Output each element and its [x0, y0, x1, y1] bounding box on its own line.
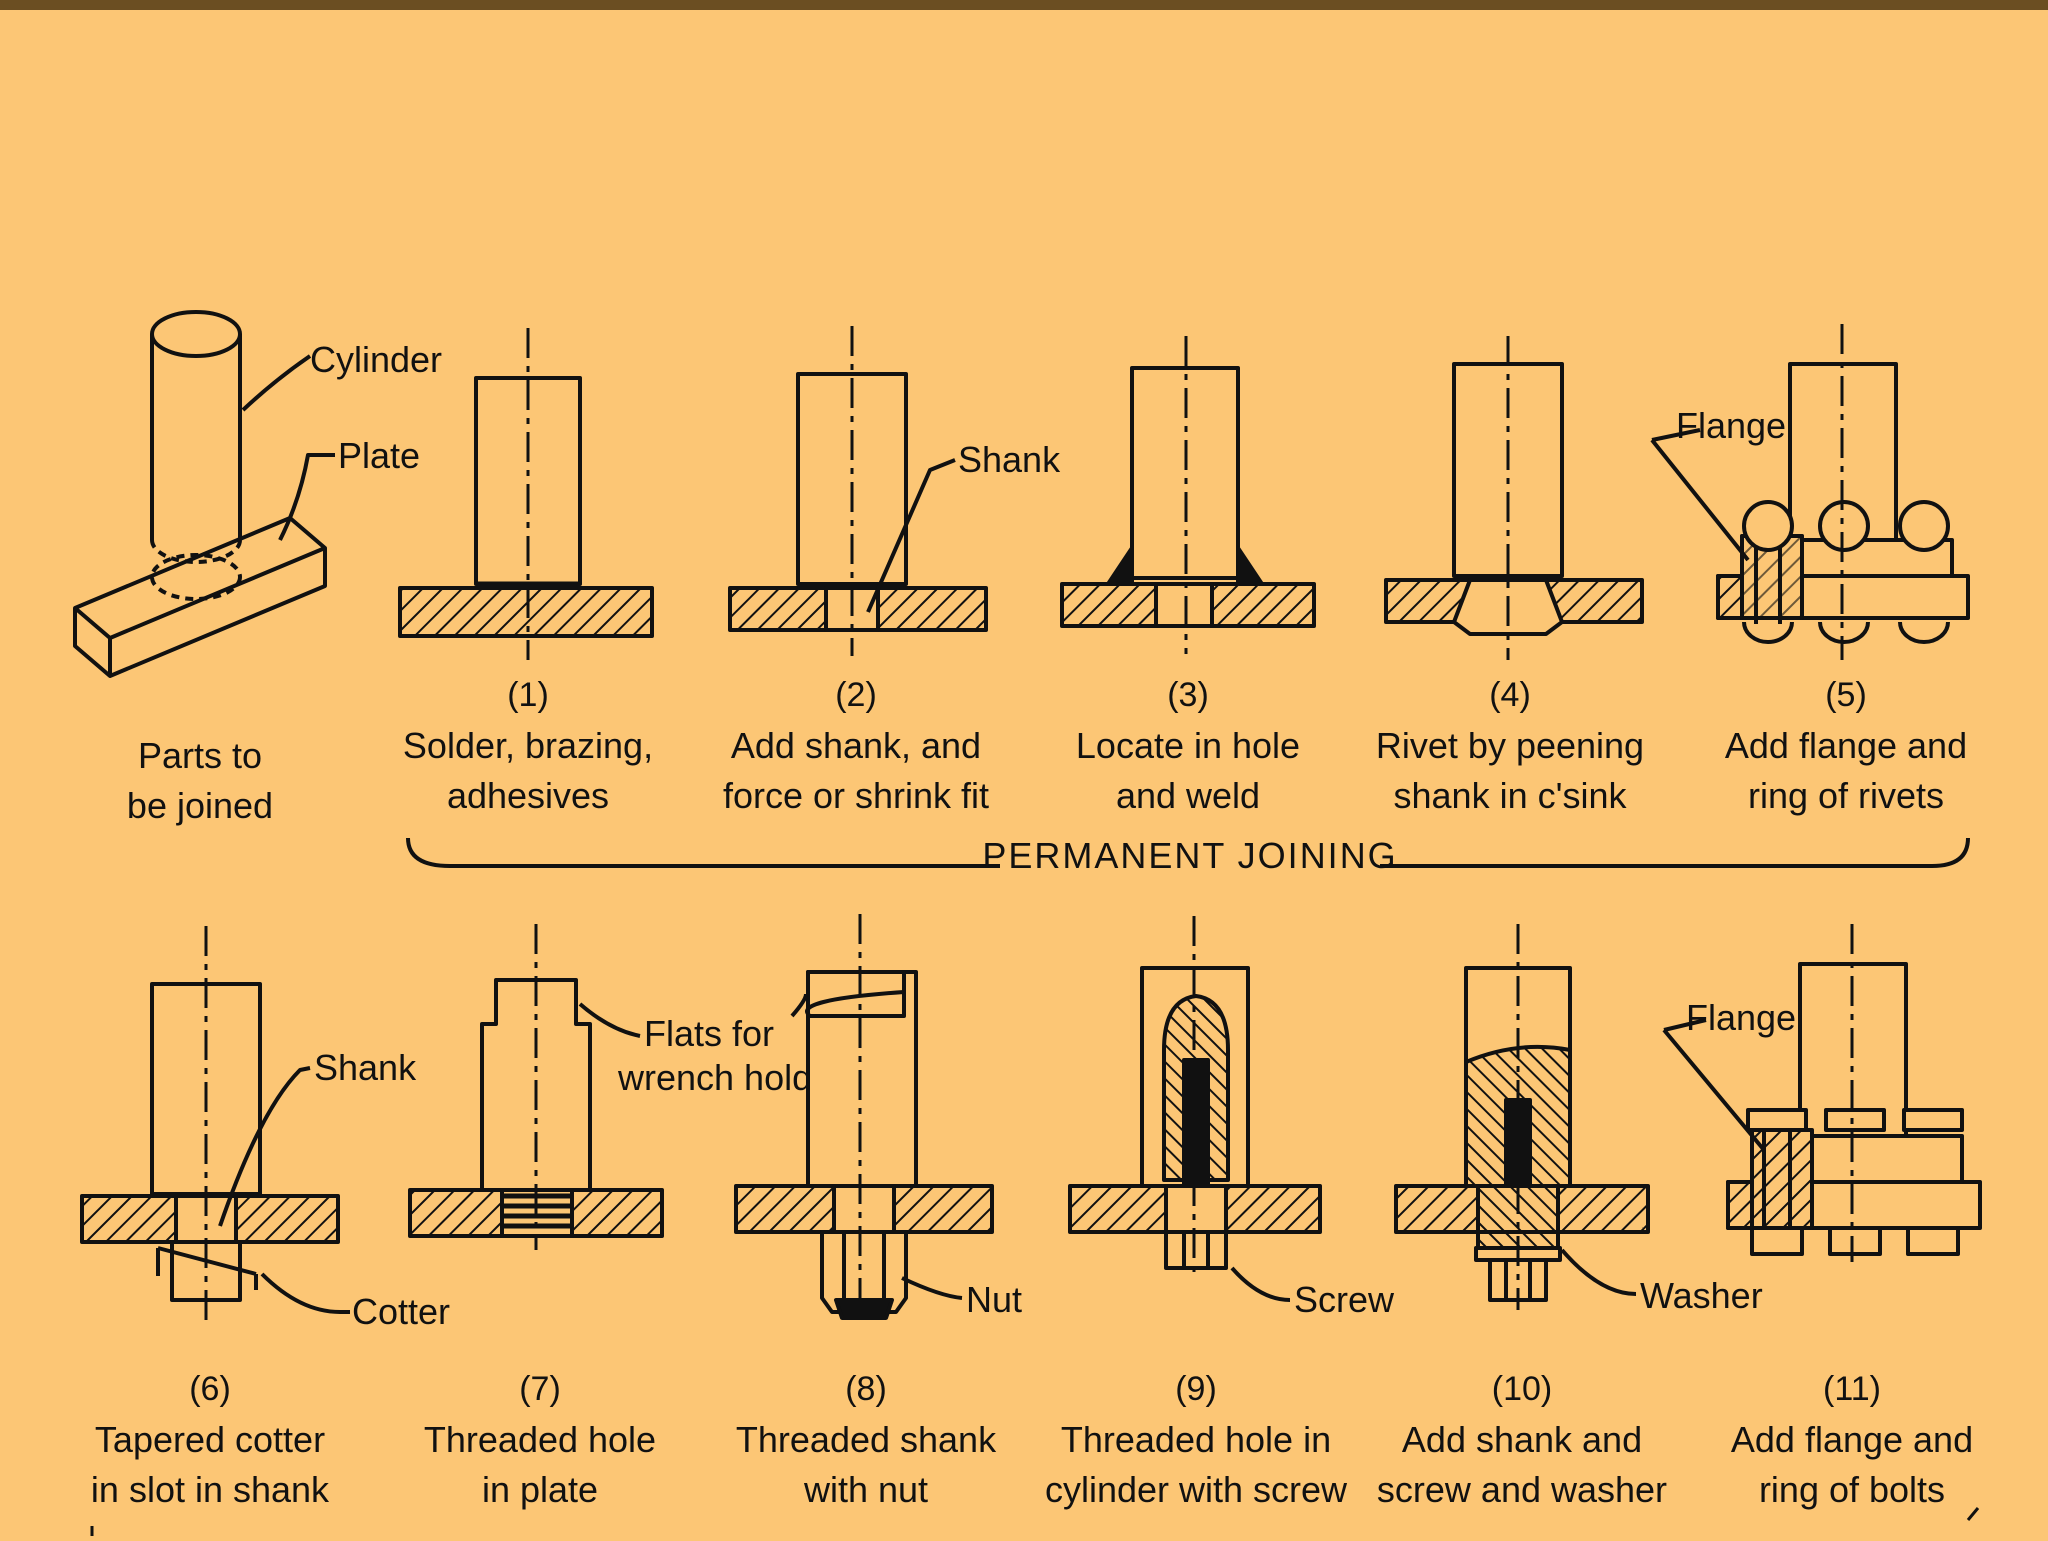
- permanent-method-1-number: (2): [835, 676, 877, 714]
- method-7-drawing: [408, 924, 664, 1250]
- method-3-drawing: [1060, 336, 1316, 654]
- method-6-drawing: [80, 926, 350, 1320]
- method-1-drawing: [398, 328, 654, 660]
- removable-method-1-number: (7): [519, 1370, 561, 1408]
- removable-method-1-caption-line1: Threaded hole: [424, 1419, 656, 1460]
- method-8-drawing: [734, 914, 994, 1320]
- method-2-drawing: [728, 326, 988, 656]
- method-7-callout-line1: Flats for: [644, 1013, 774, 1054]
- permanent-method-3-number: (4): [1489, 676, 1531, 714]
- permanent-joining-label: PERMANENT JOINING: [982, 835, 1397, 876]
- permanent-method-0-caption-line1: Solder, brazing,: [403, 725, 653, 766]
- method-6-callout-shank: Shank: [314, 1047, 417, 1088]
- removable-method-3-caption-line1: Threaded hole in: [1061, 1419, 1331, 1460]
- permanent-method-4-number: (5): [1825, 676, 1867, 714]
- method-6-callout-cotter: Cotter: [352, 1291, 450, 1332]
- removable-method-3-caption-line2: cylinder with screw: [1045, 1469, 1348, 1510]
- method-7-callout-line2: wrench hold: [617, 1057, 812, 1098]
- parts-caption-line1: Parts to: [138, 735, 262, 776]
- method-4-drawing: [1384, 336, 1644, 660]
- method-10-drawing: [1394, 924, 1650, 1310]
- permanent-method-4-caption-line1: Add flange and: [1725, 725, 1967, 766]
- removable-method-1-caption-line2: in plate: [482, 1469, 598, 1510]
- permanent-method-3-caption-line2: shank in c'sink: [1394, 775, 1628, 816]
- permanent-method-2-caption-line2: and weld: [1116, 775, 1260, 816]
- text-layer: Cylinder Plate Parts to be joined PERMAN…: [127, 339, 1796, 1332]
- permanent-joining-brace: [406, 837, 1970, 868]
- top-bar: [0, 0, 2048, 10]
- method-11-callout-flange: Flange: [1686, 997, 1796, 1038]
- removable-method-4-number: (10): [1492, 1370, 1552, 1408]
- method-8-callout-nut: Nut: [966, 1279, 1022, 1320]
- removable-method-0-caption-line1: Tapered cotter: [95, 1419, 325, 1460]
- removable-method-5-caption-line2: ring of bolts: [1759, 1469, 1945, 1510]
- parts-isometric-drawing: [73, 310, 335, 678]
- permanent-method-0-caption-line2: adhesives: [447, 775, 609, 816]
- permanent-method-4-caption-line2: ring of rivets: [1748, 775, 1944, 816]
- removable-method-4-caption-line1: Add shank and: [1402, 1419, 1642, 1460]
- method-2-callout: Shank: [958, 439, 1061, 480]
- removable-method-0-number: (6): [189, 1370, 231, 1408]
- permanent-method-2-caption-line1: Locate in hole: [1076, 725, 1300, 766]
- method-5-callout: Flange: [1676, 405, 1786, 446]
- removable-method-2-caption-line1: Threaded shank: [736, 1419, 997, 1460]
- removable-method-0-caption-line2: in slot in shank: [91, 1469, 330, 1510]
- method-5-drawing: [1650, 324, 1970, 660]
- plate-label: Plate: [338, 435, 420, 476]
- method-9-callout-screw: Screw: [1294, 1279, 1395, 1320]
- method-9-drawing: [1068, 916, 1322, 1302]
- permanent-method-2-number: (3): [1167, 676, 1209, 714]
- method-10-callout-washer: Washer: [1640, 1275, 1763, 1316]
- method-captions: (1) Solder, brazing, adhesives (2) Add shank…: [91, 676, 1973, 1510]
- removable-method-4-caption-line2: screw and washer: [1377, 1469, 1667, 1510]
- removable-method-5-number: (11): [1823, 1370, 1881, 1408]
- permanent-method-1-caption-line1: Add shank, and: [731, 725, 981, 766]
- parts-caption-line2: be joined: [127, 785, 273, 826]
- permanent-method-0-number: (1): [507, 676, 549, 714]
- method-11-drawing: [1662, 924, 1982, 1262]
- permanent-method-1-caption-line2: force or shrink fit: [723, 775, 989, 816]
- removable-method-2-number: (8): [845, 1370, 887, 1408]
- removable-method-2-caption-line2: with nut: [803, 1469, 928, 1510]
- removable-method-3-number: (9): [1175, 1370, 1217, 1408]
- cylinder-label: Cylinder: [310, 339, 442, 380]
- permanent-method-3-caption-line1: Rivet by peening: [1376, 725, 1644, 766]
- removable-method-5-caption-line1: Add flange and: [1731, 1419, 1973, 1460]
